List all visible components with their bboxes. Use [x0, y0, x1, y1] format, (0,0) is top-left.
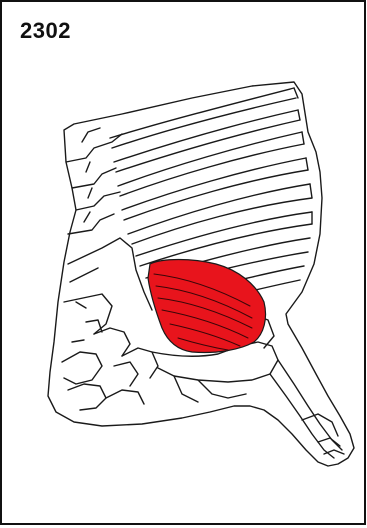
highlighted-cut: [148, 260, 266, 353]
shank: [278, 360, 342, 450]
